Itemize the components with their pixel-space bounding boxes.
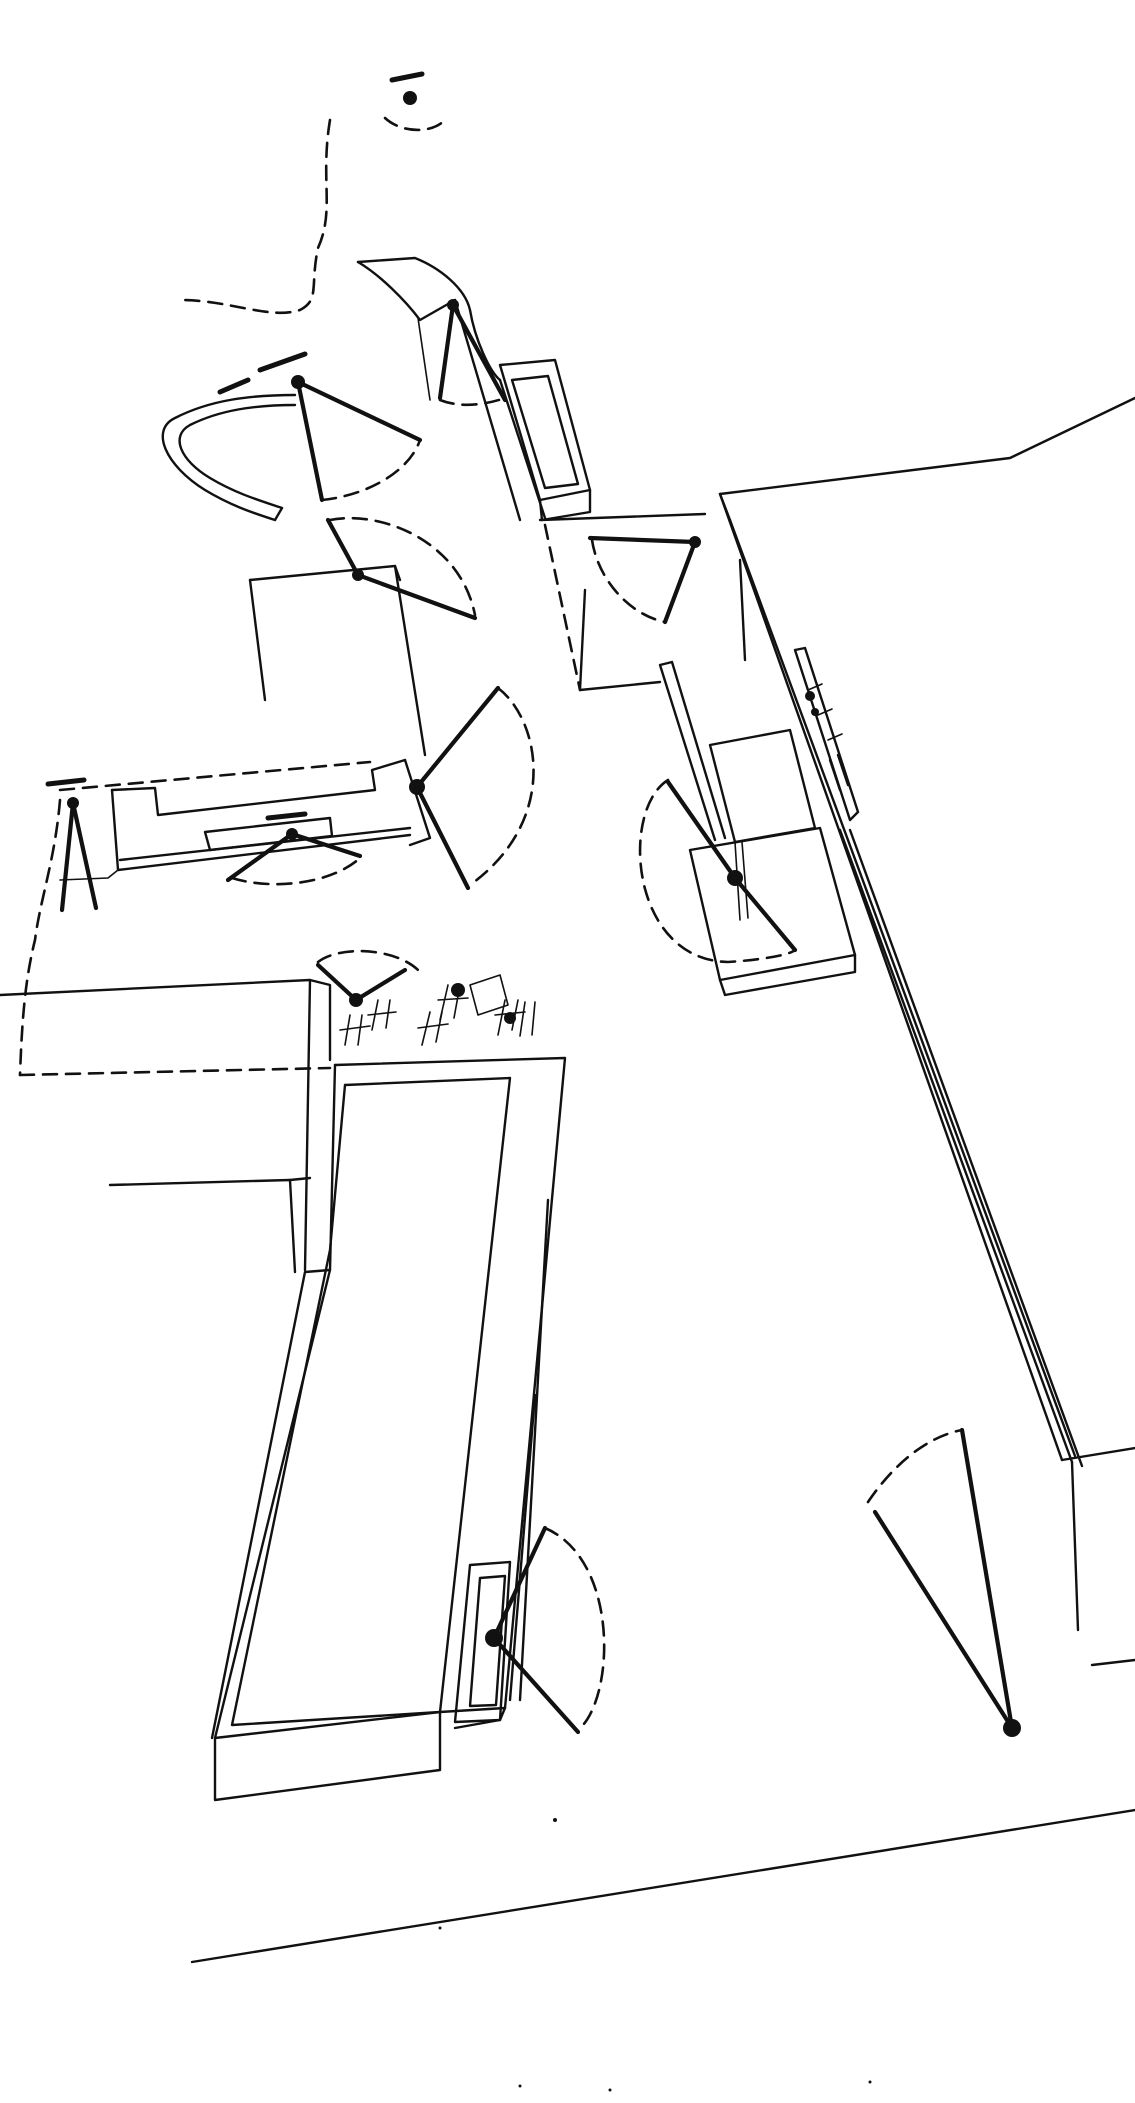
camera-bench (217, 351, 423, 503)
camera-stage (225, 811, 363, 886)
camera-far-left (45, 777, 99, 913)
curved-bench (161, 393, 297, 522)
street (190, 1808, 1135, 2092)
monolith (356, 256, 547, 522)
right-building (718, 396, 1135, 1667)
camera-stand (638, 778, 798, 964)
camera-plinth (485, 1525, 606, 1735)
wall-panel (793, 646, 860, 822)
planter-top (498, 358, 592, 522)
left-dashed-outline (18, 798, 332, 1077)
long-planter (210, 1056, 567, 1802)
plinth (453, 1560, 512, 1724)
camera-monolith (437, 299, 508, 407)
path-edges (248, 512, 707, 757)
camera-upper-right (587, 535, 701, 625)
camera-bottom-right (866, 1427, 1021, 1737)
camera-top (178, 71, 447, 315)
camera-upper-left (325, 516, 478, 621)
left-building (0, 978, 332, 1274)
camera-center (409, 685, 535, 891)
cafe-furniture (339, 974, 536, 1046)
left-stage (58, 758, 432, 881)
camera-cafe (315, 949, 516, 1024)
right-stand (658, 660, 857, 997)
